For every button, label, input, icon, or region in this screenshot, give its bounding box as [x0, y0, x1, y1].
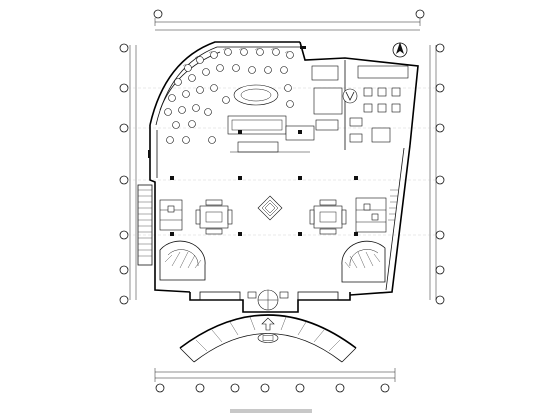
right-service-block — [355, 189, 398, 233]
outer-walls — [149, 41, 419, 313]
lobby-seating-right — [309, 199, 347, 235]
axis-bubbles-bottom — [155, 383, 390, 393]
side-markers — [148, 46, 306, 158]
main-entrance — [199, 289, 339, 331]
left-spiral-stair — [159, 240, 206, 281]
car-icon — [257, 333, 279, 343]
top-dimension — [154, 18, 421, 31]
floor-medallion — [257, 195, 283, 221]
left-service-block — [137, 184, 183, 266]
structural-columns — [170, 130, 358, 236]
right-spiral-stair — [341, 240, 386, 283]
drawing-title-block — [230, 409, 312, 413]
entry-arrow-icon — [261, 317, 275, 331]
lounge-area — [311, 60, 409, 150]
driveway-canopy — [179, 314, 357, 363]
lobby-seating-left — [195, 199, 233, 235]
axis-bubbles-top — [153, 9, 425, 19]
bottom-dimension — [154, 368, 396, 382]
oval-feature — [233, 84, 279, 106]
round-table-icon — [342, 88, 358, 104]
axis-bubbles-left — [119, 43, 129, 305]
north-arrow-icon — [392, 42, 408, 58]
bar-counter — [227, 115, 315, 153]
restaurant-area — [159, 47, 294, 144]
axis-bubbles-right — [435, 43, 445, 305]
